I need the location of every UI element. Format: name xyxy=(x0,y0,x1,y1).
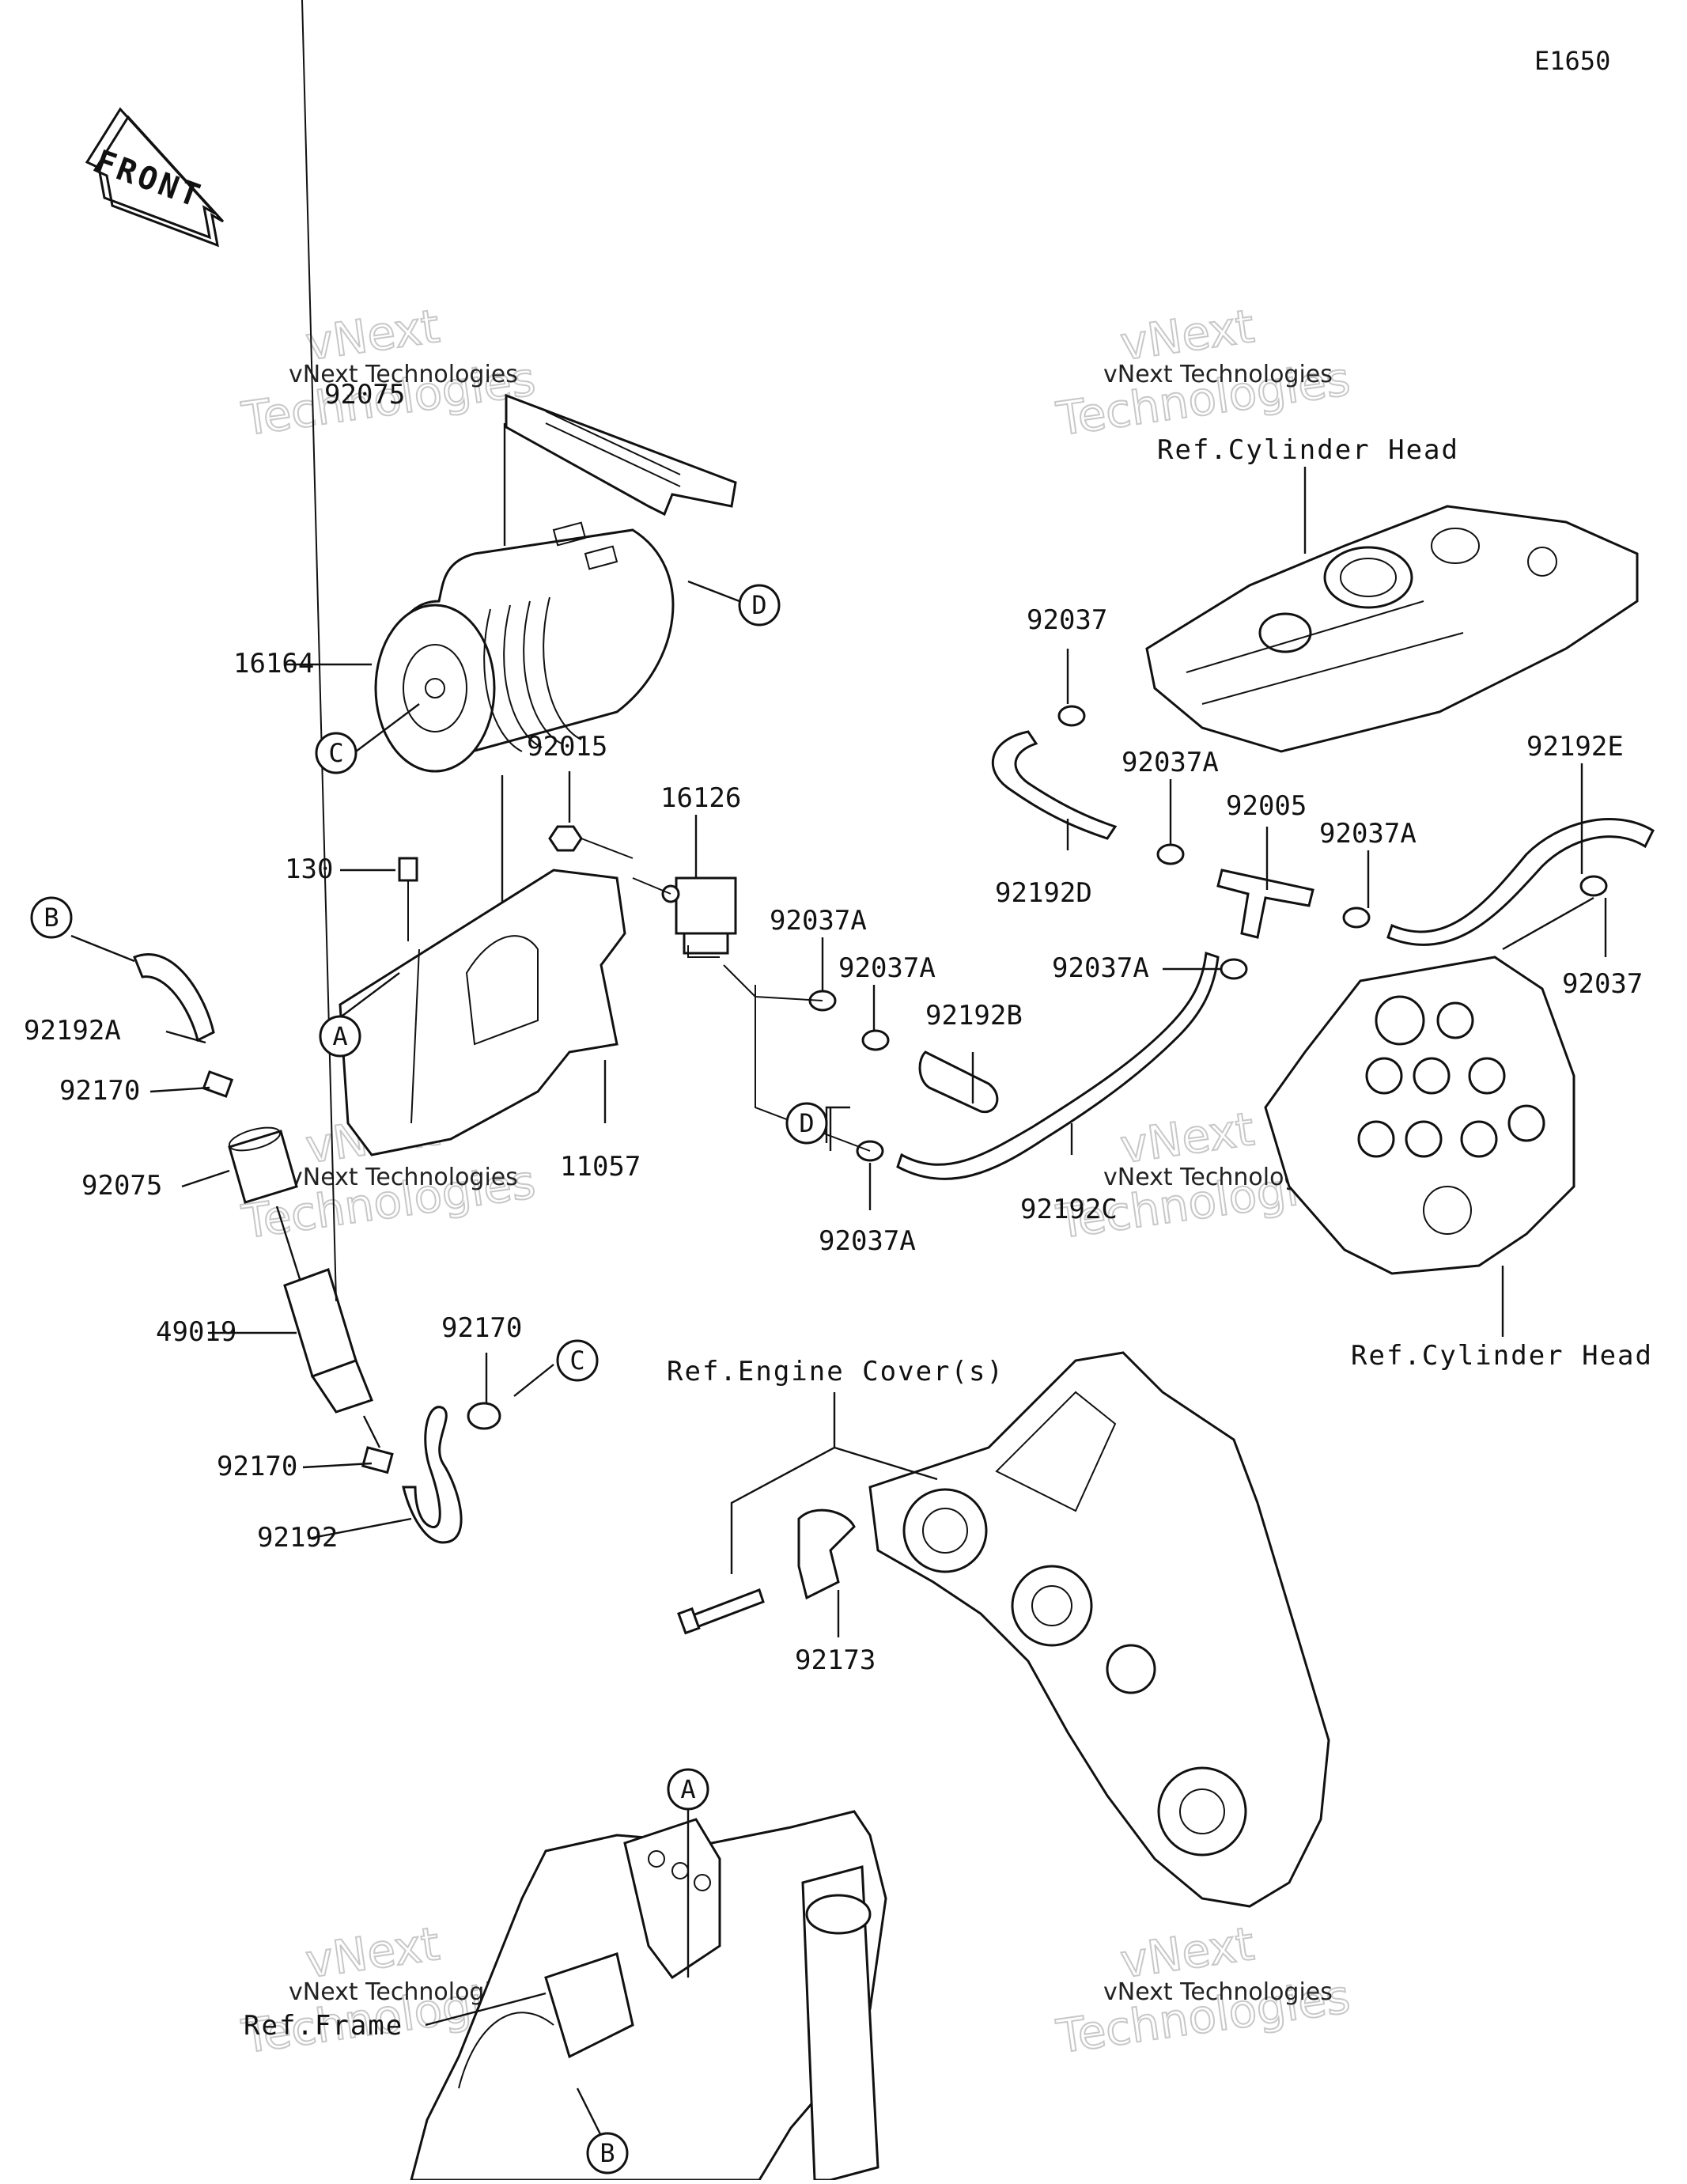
label-92170-c: 92170 xyxy=(217,1451,297,1482)
bracket-11057 xyxy=(339,869,626,1156)
clamp-92037A-6 xyxy=(1220,958,1248,980)
label-92037A-5: 92037A xyxy=(1319,818,1417,850)
label-16164: 16164 xyxy=(233,648,314,679)
callout-C-mid: C xyxy=(556,1339,599,1382)
label-92037-top: 92037 xyxy=(1027,604,1107,636)
hose-92192A xyxy=(133,953,215,1043)
watermark-top-right: vNext Technologies vNext Technologies xyxy=(1052,298,1353,447)
clamp-92037A-4 xyxy=(1156,843,1185,865)
callout-C-top: C xyxy=(315,732,357,774)
svg-text:vNext Technologies: vNext Technologies xyxy=(289,361,518,388)
hose-92192B xyxy=(918,1050,999,1114)
hose-92192D xyxy=(991,730,1118,840)
callout-B-bottom: B xyxy=(586,2132,629,2175)
svg-text:C: C xyxy=(569,1346,584,1376)
callout-D-mid: D xyxy=(785,1102,828,1145)
label-130: 130 xyxy=(285,854,333,885)
label-92037-right: 92037 xyxy=(1562,968,1643,1000)
hose-92192C xyxy=(896,951,1220,1180)
ref-frame: Ref.Frame xyxy=(244,2010,403,2042)
label-92170-b: 92170 xyxy=(441,1312,522,1344)
svg-text:C: C xyxy=(328,738,343,768)
label-92192D: 92192D xyxy=(995,877,1092,909)
label-92192A: 92192A xyxy=(24,1015,121,1047)
label-92037A-6: 92037A xyxy=(1052,952,1149,984)
tee-92005 xyxy=(1216,869,1314,939)
svg-text:D: D xyxy=(751,590,766,620)
label-92037A-1: 92037A xyxy=(770,905,867,937)
label-16126: 16126 xyxy=(660,782,741,814)
callout-D-top: D xyxy=(738,584,781,626)
label-92192B: 92192B xyxy=(925,1000,1023,1031)
label-49019: 49019 xyxy=(156,1316,236,1348)
clamp-92170-lower xyxy=(361,1446,394,1474)
clamp-92037-top xyxy=(1057,705,1086,727)
svg-text:vNext Technologies: vNext Technologies xyxy=(1103,361,1333,388)
callout-A-left: A xyxy=(319,1015,361,1058)
svg-text:D: D xyxy=(799,1108,814,1138)
label-92037A-4: 92037A xyxy=(1122,747,1219,778)
cylinder-head-bottom xyxy=(1264,956,1575,1275)
cylinder-head-top xyxy=(1145,505,1639,753)
label-92037A-3: 92037A xyxy=(819,1225,916,1257)
label-92005: 92005 xyxy=(1226,790,1307,822)
label-92192E: 92192E xyxy=(1526,731,1624,763)
label-92075: 92075 xyxy=(81,1170,162,1202)
diagram-code: E1650 xyxy=(1534,46,1610,76)
canister-16164 xyxy=(374,521,675,773)
label-11057: 11057 xyxy=(560,1151,641,1183)
front-arrow-icon: FRONT xyxy=(85,107,225,248)
clamp-92170-right xyxy=(467,1402,501,1430)
ref-cylinder-head-top: Ref.Cylinder Head xyxy=(1157,434,1459,466)
callout-A-bottom: A xyxy=(667,1768,709,1811)
ref-engine-covers: Ref.Engine Cover(s) xyxy=(667,1356,1004,1387)
strap-92075 xyxy=(505,393,737,517)
watermark-bottom-right: vNext Technologies vNext Technologies xyxy=(1052,1916,1353,2065)
label-92015: 92015 xyxy=(527,731,607,763)
label-92075-top: 92075 xyxy=(324,379,405,411)
clamp-92037-right xyxy=(1579,875,1608,897)
label-92192: 92192 xyxy=(257,1522,338,1554)
grommet-92075 xyxy=(228,1126,298,1204)
fuel-filter-49019 xyxy=(283,0,373,1414)
ref-cylinder-head-bottom: Ref.Cylinder Head xyxy=(1351,1340,1653,1372)
label-92173: 92173 xyxy=(795,1645,876,1676)
svg-text:vNext Technologies: vNext Technologies xyxy=(289,1164,518,1191)
callout-B-left: B xyxy=(30,896,73,939)
clamp-92170-upper xyxy=(202,1070,234,1098)
clamp-92037A-2 xyxy=(861,1029,890,1051)
svg-text:A: A xyxy=(332,1021,347,1051)
svg-text:A: A xyxy=(680,1774,695,1804)
bolt-130 xyxy=(398,857,418,941)
engine-cover xyxy=(868,1351,1330,1908)
frame xyxy=(410,1810,887,2182)
bracket-92173 xyxy=(797,1508,856,1600)
watermark-top-left: vNext Technologies vNext Technologies xyxy=(237,298,539,447)
svg-text:B: B xyxy=(600,2138,615,2168)
label-92192C: 92192C xyxy=(1020,1194,1118,1225)
hose-92192 xyxy=(402,1406,463,1544)
svg-text:B: B xyxy=(43,903,59,933)
valve-16126 xyxy=(632,876,737,955)
label-92037A-2: 92037A xyxy=(838,952,936,984)
label-92170-a: 92170 xyxy=(59,1075,140,1107)
nut-92015 xyxy=(548,825,634,859)
svg-text:vNext Technologies: vNext Technologies xyxy=(1103,1978,1333,2006)
hose-92192E xyxy=(1386,818,1655,946)
clamp-92037A-5 xyxy=(1342,907,1371,929)
bolt-engine-cover xyxy=(677,1588,765,1635)
